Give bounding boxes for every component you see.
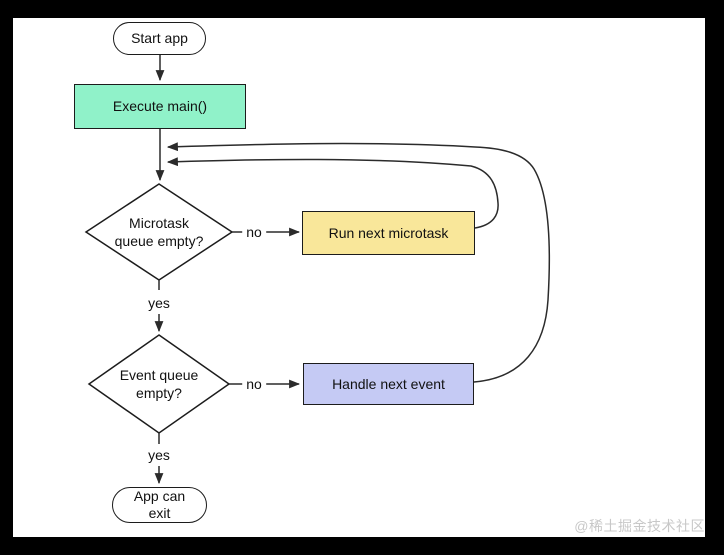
node-app-can-exit: App can exit bbox=[112, 487, 207, 523]
flowchart-canvas: Start app Execute main() Microtask queue… bbox=[13, 18, 705, 537]
watermark-text: @稀土掘金技术社区 bbox=[574, 518, 705, 534]
node-start: Start app bbox=[113, 22, 206, 55]
edge-label-microtask-yes: yes bbox=[144, 295, 174, 311]
node-handle-next-event: Handle next event bbox=[303, 363, 474, 405]
node-execute-main: Execute main() bbox=[74, 84, 246, 129]
edge-label-event-no: no bbox=[242, 376, 266, 392]
edge-microtask-loop-back bbox=[166, 157, 499, 229]
node-app-can-exit-label: App can exit bbox=[133, 488, 186, 521]
edge-label-microtask-no: no bbox=[242, 224, 266, 240]
node-start-label: Start app bbox=[131, 30, 188, 47]
edge-label-event-yes: yes bbox=[144, 447, 174, 463]
node-execute-main-label: Execute main() bbox=[112, 98, 208, 115]
flowchart-edges bbox=[84, 55, 551, 485]
node-handle-next-event-label: Handle next event bbox=[332, 375, 445, 392]
edge-event-loop-back bbox=[166, 142, 551, 383]
node-run-next-microtask: Run next microtask bbox=[302, 211, 475, 255]
node-event-check-label: Event queue empty? bbox=[119, 366, 199, 401]
node-run-next-microtask-label: Run next microtask bbox=[328, 224, 449, 241]
node-microtask-check-label: Microtask queue empty? bbox=[114, 214, 204, 249]
